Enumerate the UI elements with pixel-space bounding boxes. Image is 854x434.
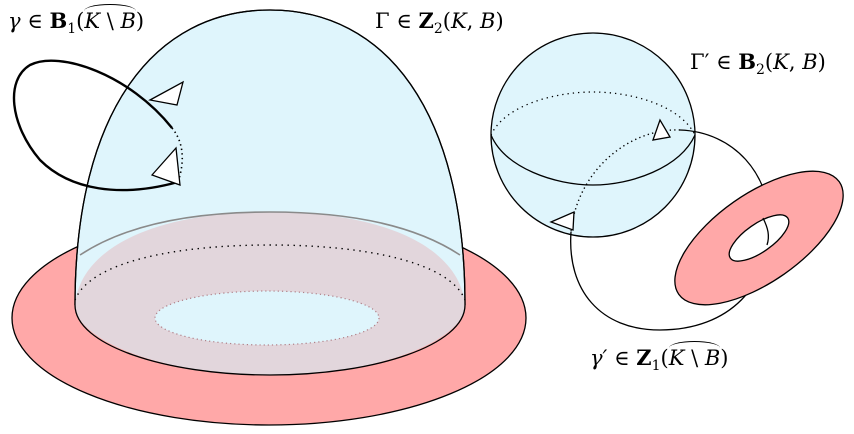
Gamma-comma: , [466, 9, 481, 33]
Gamma-symbol: Γ [375, 9, 390, 33]
Gammap-close-paren: ) [817, 50, 826, 74]
gamma-relation: ∈ [20, 9, 50, 33]
Gamma-B: B [480, 9, 496, 33]
dome-base-front [74, 304, 466, 376]
gamma-setminus: \ [100, 9, 121, 33]
Gammap-B: B [738, 49, 756, 74]
Gamma-K: K [450, 9, 467, 33]
gamma-complement: K \ B [84, 4, 136, 33]
gammap-through-torus [762, 217, 770, 246]
Gammap-comma: , [788, 50, 803, 74]
gammap-K: K [668, 346, 685, 370]
Gammap-relation: ∈ [709, 50, 739, 74]
Gamma-close-paren: ) [495, 9, 504, 33]
torus [674, 170, 844, 306]
Gamma-subscript: 2 [433, 21, 443, 37]
Gamma-Z: Z [418, 8, 434, 33]
gamma-K: K [84, 9, 101, 33]
right-figure [490, 32, 844, 331]
sphere-equator-front [490, 134, 696, 186]
gammap-relation: ∈ [607, 346, 637, 370]
label-gamma-boundary: γ ∈ B1(K \ B) [8, 4, 145, 36]
gammap-subscript: 1 [651, 358, 661, 374]
torus-hole [728, 214, 790, 262]
Gamma-relation: ∈ [389, 9, 419, 33]
gammap-loop-dotted [570, 129, 681, 233]
gamma-symbol: γ [8, 9, 21, 33]
Gammap-open-paren: ( [764, 50, 774, 74]
left-figure [11, 9, 527, 426]
annulus-inner-hole [154, 290, 380, 346]
gamma-subscript: 1 [67, 21, 77, 37]
gammap-symbol: γ′ [590, 346, 608, 370]
gammap-complement: K \ B [668, 341, 721, 370]
gammap-open-paren: ( [660, 346, 669, 370]
dome-rim-top [79, 211, 461, 256]
dome-base-back-dotted [74, 244, 466, 301]
label-Gammaprime-boundary: Γ′ ∈ B2(K, B) [690, 49, 826, 77]
gamma-close-paren: ) [135, 9, 145, 33]
sphere-equator-back-dotted [490, 91, 696, 136]
gamma-B: B [49, 8, 68, 33]
gammap-arrowhead-left [549, 210, 575, 231]
gamma-open-paren: ( [76, 9, 85, 33]
gamma-loop-solid [12, 59, 179, 192]
dome-outline [74, 9, 466, 306]
Gammap-K: K [773, 50, 789, 74]
gammap-loop-solid [570, 129, 771, 331]
gammap-arrowhead-top [652, 118, 672, 141]
Gammap-symbol: Γ′ [690, 50, 710, 74]
Gamma-open-paren: ( [442, 9, 451, 33]
gamma-arrowhead-bottom [150, 146, 181, 186]
Gammap-B-second: B [802, 50, 818, 74]
label-gammaprime-cycle: γ′ ∈ Z1(K \ B) [590, 341, 729, 373]
gammap-B-complement: B [704, 346, 721, 370]
Gammap-subscript: 2 [756, 62, 765, 78]
gamma-B-complement: B [120, 9, 136, 33]
label-Gamma-cycle: Γ ∈ Z2(K, B) [375, 8, 504, 36]
gammap-setminus: \ [684, 346, 705, 370]
gammap-Z: Z [636, 345, 652, 370]
gammap-close-paren: ) [720, 346, 729, 370]
gamma-arrowhead-top [148, 80, 185, 106]
